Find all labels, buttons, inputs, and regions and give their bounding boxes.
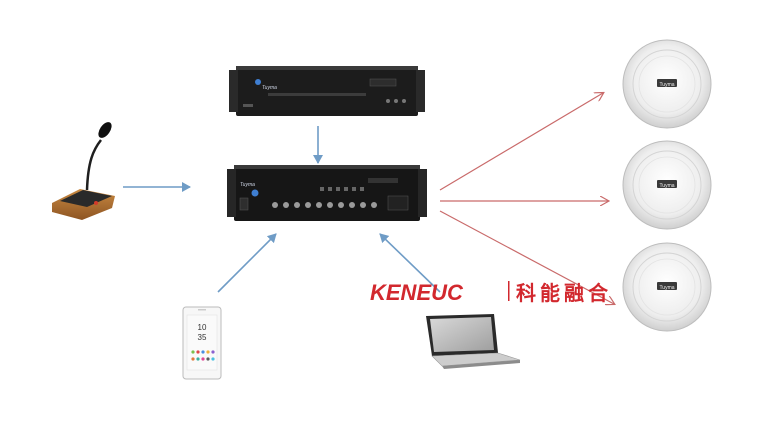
cd-player-brand: Tuyma	[262, 85, 277, 91]
brand-watermark-divider	[508, 281, 510, 301]
input-arrows	[123, 126, 441, 293]
arrow-amp-to-speaker-3	[439, 210, 614, 304]
arrow-phone-to-amp	[217, 233, 277, 293]
brand-watermark-chinese: 科能融合	[516, 281, 612, 305]
ceiling-speaker-2	[622, 140, 712, 230]
cd-player-unit	[229, 66, 425, 116]
smartphone	[182, 306, 222, 380]
output-arrows	[439, 93, 614, 304]
brand-watermark-latin: KENEUC	[370, 280, 464, 305]
arrow-amp-to-speaker-1	[439, 93, 603, 191]
phone-clock-minute: 35	[198, 333, 207, 342]
speaker-2-brand: Tuyma	[659, 183, 674, 189]
arrow-laptop-to-amp	[379, 233, 441, 293]
speaker-1-brand: Tuyma	[659, 82, 674, 88]
amplifier-unit	[227, 165, 427, 221]
ceiling-speaker-3	[622, 242, 712, 332]
microphone	[52, 122, 115, 220]
speaker-3-brand: Tuyma	[659, 285, 674, 291]
brand-watermark: KENEUC 科能融合	[370, 280, 612, 305]
phone-clock-hour: 10	[198, 323, 207, 332]
amplifier-brand: Tuyma	[240, 182, 255, 188]
ceiling-speaker-1	[622, 39, 712, 129]
laptop	[426, 314, 521, 369]
